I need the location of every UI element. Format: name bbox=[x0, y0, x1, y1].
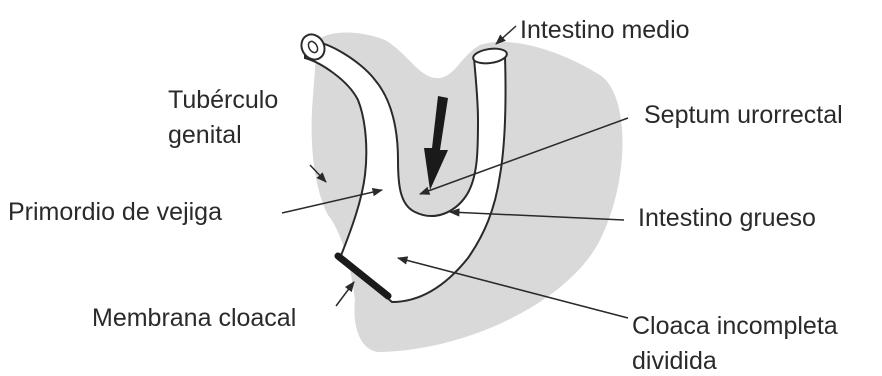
arrow-membrana bbox=[336, 282, 354, 306]
label-tuberculo-line2: genital bbox=[168, 121, 242, 149]
arrow-intestino-medio bbox=[496, 26, 516, 44]
label-intestino-medio: Intestino medio bbox=[520, 16, 690, 44]
label-cloaca-line1: Cloaca incompleta bbox=[632, 312, 838, 340]
label-tuberculo-line1: Tubérculo bbox=[168, 86, 278, 114]
label-cloaca-line2: dividida bbox=[632, 347, 717, 375]
label-septum: Septum urorrectal bbox=[644, 101, 843, 129]
label-membrana: Membrana cloacal bbox=[92, 304, 296, 332]
label-primordio: Primordio de vejiga bbox=[8, 198, 222, 226]
label-intestino-grueso: Intestino grueso bbox=[638, 204, 816, 232]
